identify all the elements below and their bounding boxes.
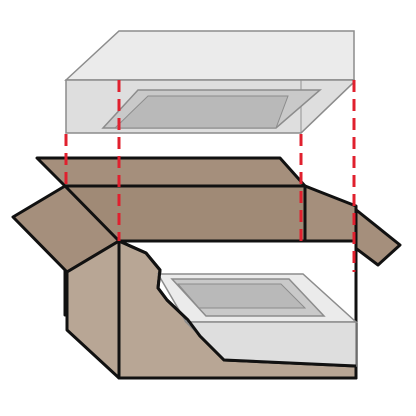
alignment-guides: [64, 80, 356, 272]
cutout-torn-edge: [118, 239, 357, 368]
foam-lid-cavity-floor: [113, 95, 289, 129]
foam-lid: [64, 30, 355, 135]
foam-base: [118, 239, 358, 368]
box-back-flap: [35, 156, 307, 188]
foam-base-cavity-floor: [176, 283, 307, 309]
